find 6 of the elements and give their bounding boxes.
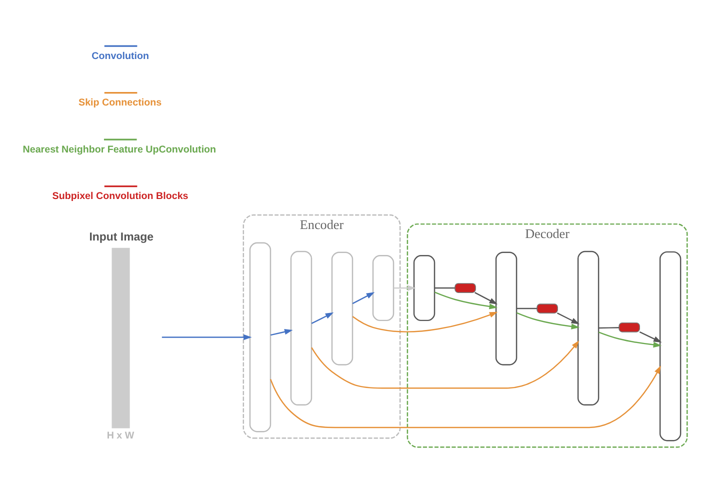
legend-label: Subpixel Convolution Blocks [52, 191, 188, 202]
legend-label: Skip Connections [78, 98, 162, 109]
legend-label: Convolution [92, 50, 149, 62]
node-label: H x W [106, 430, 134, 442]
node-label: Input Image [89, 232, 154, 244]
legend-label: Nearest Neighbor Feature UpConvolution [22, 144, 216, 156]
